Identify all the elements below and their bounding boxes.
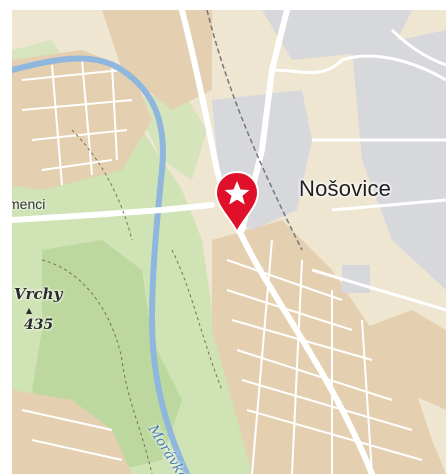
star-icon [214,170,260,235]
minor-roads [271,28,446,312]
map-base-layer [12,10,446,474]
town-label: Nošovice [299,176,392,201]
place-label-partial: menci [12,196,46,212]
location-pin-marker[interactable] [214,170,260,239]
trails [41,129,223,474]
peak-triangle-icon [26,308,32,314]
peak-elevation-label: 435 [24,317,54,333]
map-canvas[interactable]: menci Vrchy 435 Morávka Nošovice [12,10,446,474]
peak-name-label: Vrchy [14,285,63,303]
river-moravka [12,55,190,474]
railway [206,10,303,251]
